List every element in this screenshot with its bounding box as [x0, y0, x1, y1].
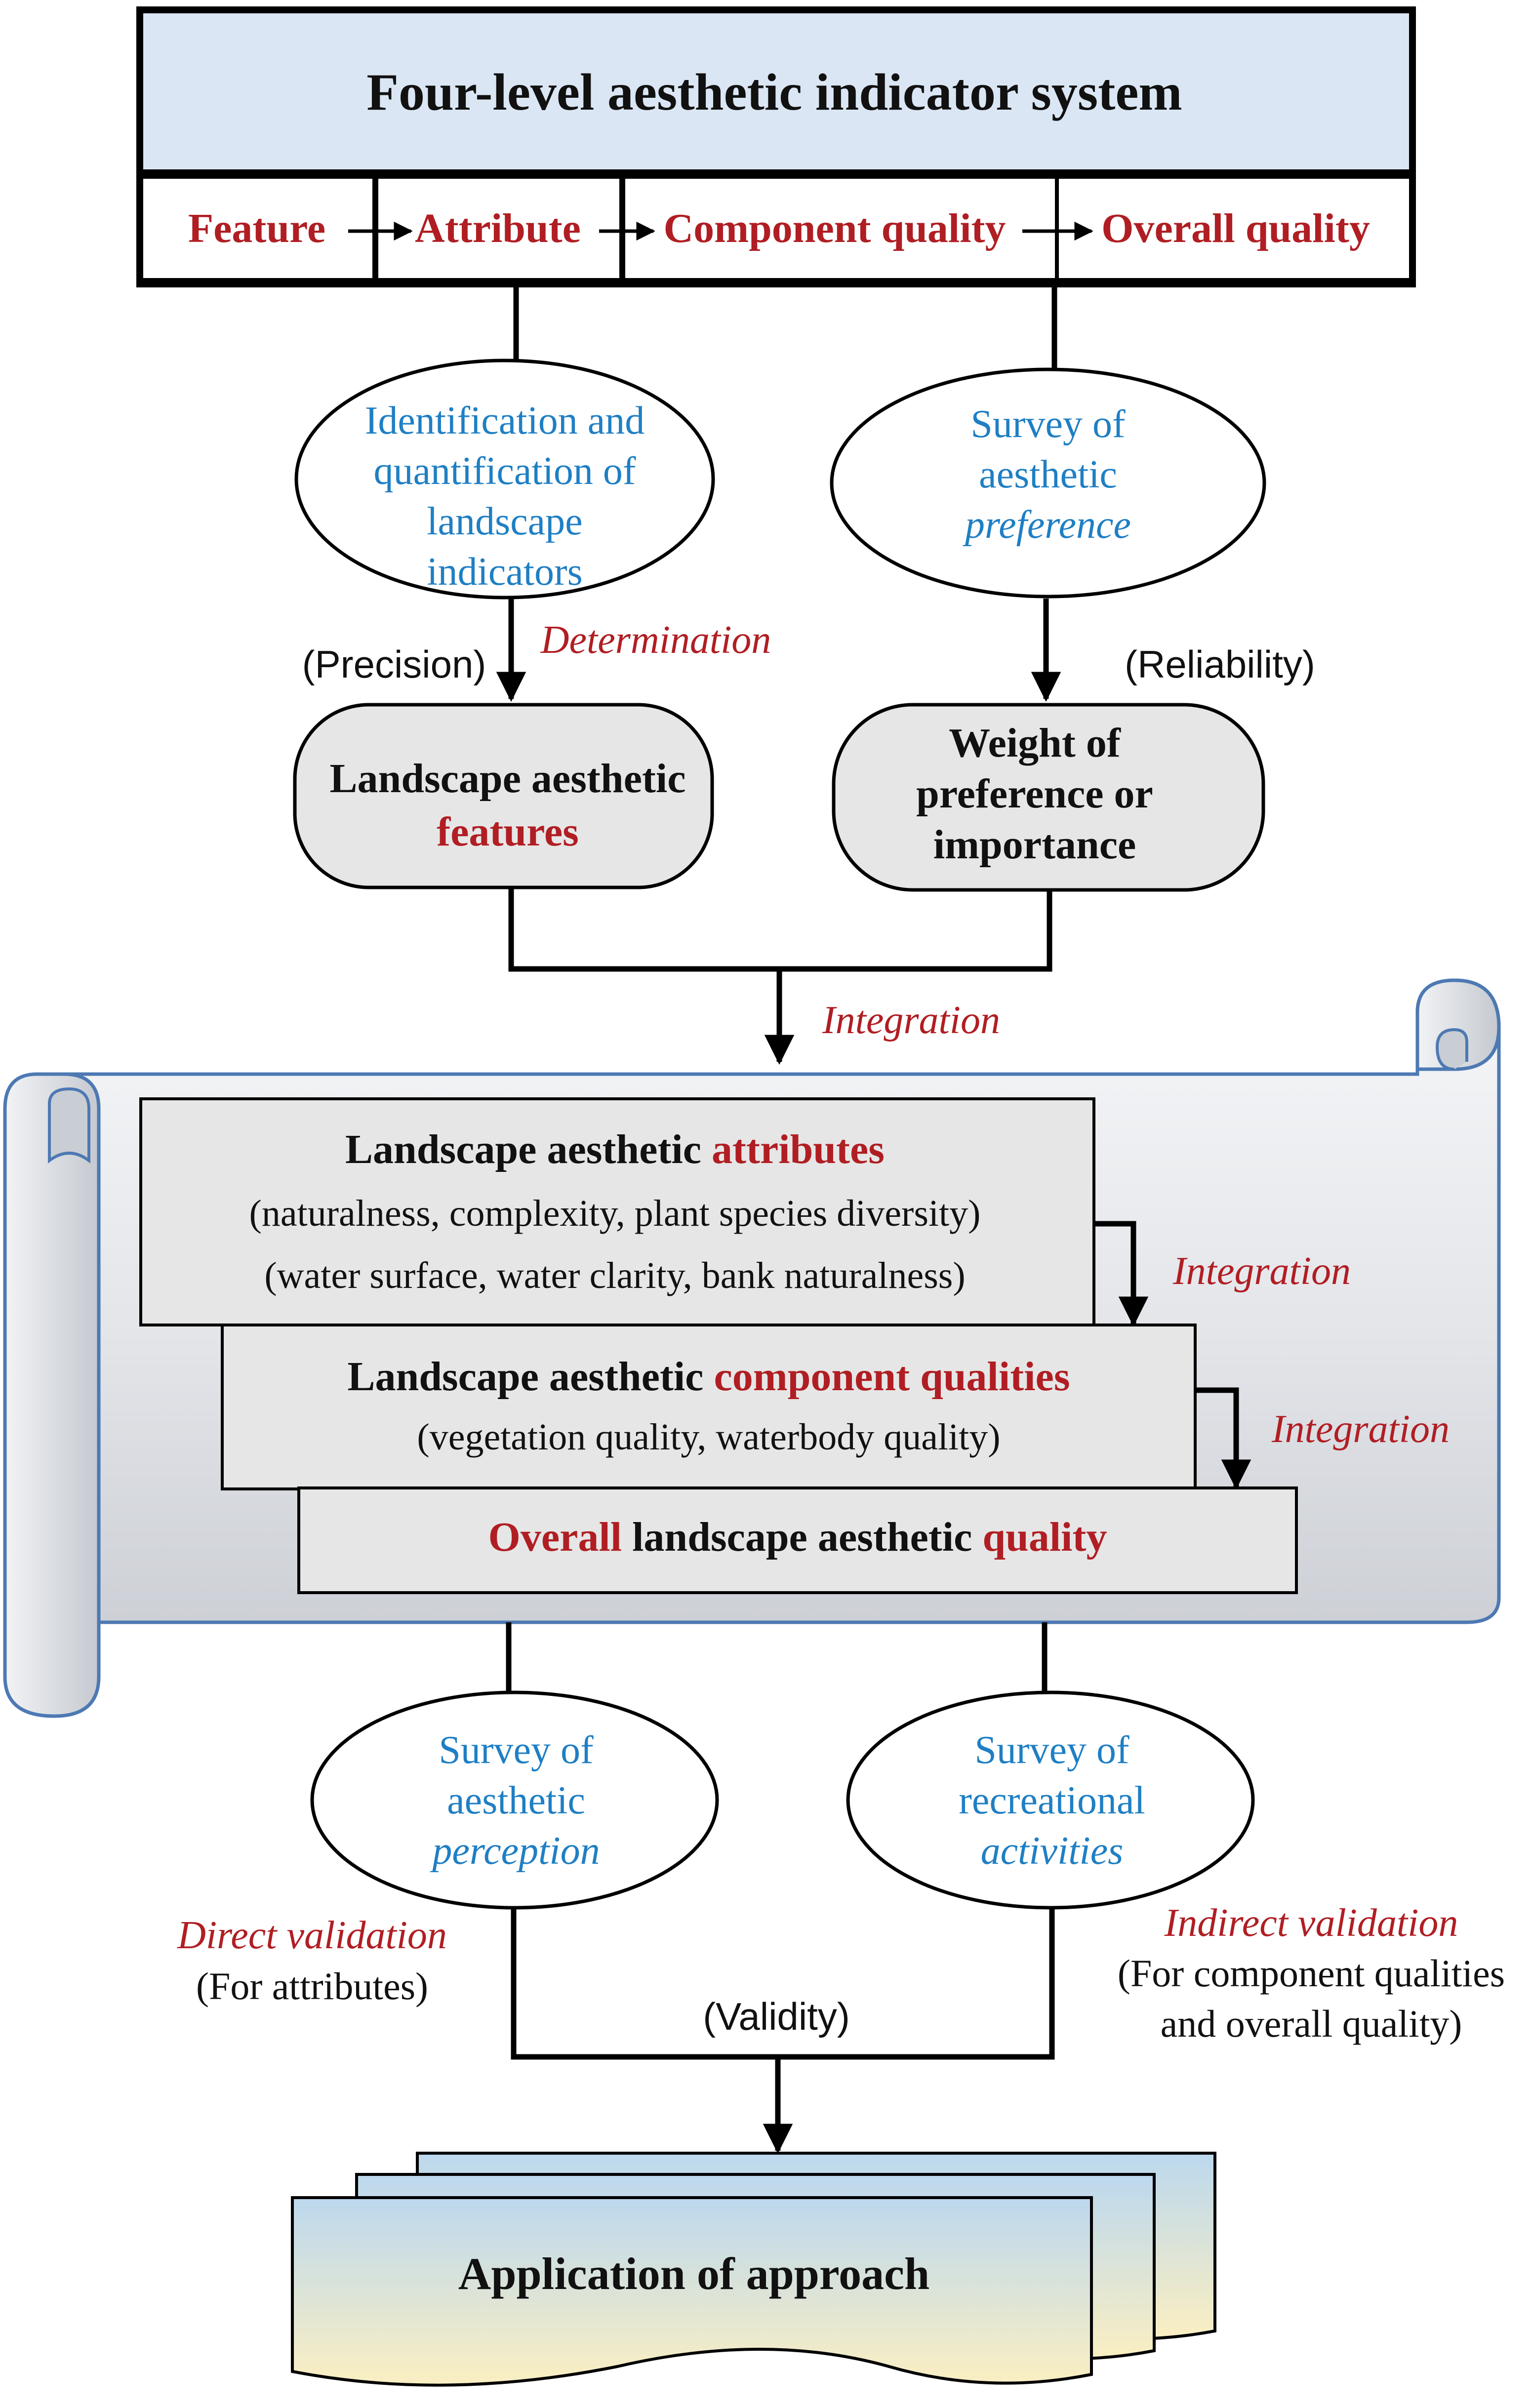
identification-ellipse: Identification and quantification of lan…	[294, 359, 715, 600]
level-feature: Feature	[188, 205, 325, 251]
scroll-curl-left	[3, 1072, 101, 1718]
indirect-validation-note: (For component qualities	[1118, 1952, 1505, 1995]
ellipse-text: aesthetic	[447, 1779, 585, 1822]
ellipse-text: perception	[430, 1829, 600, 1873]
features-box: Landscape aesthetic features	[293, 703, 714, 889]
application-title: Application of approach	[458, 2248, 929, 2299]
features-box-text: Landscape aesthetic	[330, 756, 686, 802]
validity-connector	[511, 1909, 1055, 2060]
level-component-quality: Component quality	[663, 205, 1006, 251]
features-box-highlight: features	[437, 809, 579, 855]
ellipse-text: preference	[963, 503, 1131, 547]
preference-survey-ellipse: Survey of aesthetic preference	[830, 367, 1266, 599]
precision-label: (Precision)	[302, 642, 486, 686]
ellipse-text: Survey of	[439, 1728, 594, 1772]
document-sheet-front	[291, 2196, 1093, 2387]
attributes-detail: (naturalness, complexity, plant species …	[249, 1193, 981, 1234]
attributes-title: Landscape aesthetic attributes	[345, 1126, 885, 1172]
ellipse-text: landscape	[427, 500, 582, 543]
weight-box-text: Weight of	[949, 720, 1121, 766]
ellipse-text: aesthetic	[979, 453, 1117, 496]
indirect-validation-note: and overall quality)	[1161, 2002, 1462, 2045]
weight-box: Weight of preference or importance	[832, 703, 1265, 892]
reliability-label: (Reliability)	[1125, 642, 1315, 686]
header-frame	[136, 6, 1416, 176]
ellipse-text: activities	[981, 1829, 1124, 1873]
overall-quality-title: Overall landscape aesthetic quality	[488, 1514, 1107, 1560]
attributes-box: Landscape aesthetic attributes (naturaln…	[139, 1097, 1095, 1326]
header-title: Four-level aesthetic indicator system	[366, 63, 1182, 121]
ellipse-text: quantification of	[374, 449, 636, 493]
integration-arrow	[1195, 1387, 1251, 1490]
direct-validation-label: Direct validation	[177, 1914, 447, 1957]
ellipse-text: Identification and	[365, 399, 645, 442]
application-stack: Application of approach	[291, 2152, 1216, 2387]
indirect-validation-label: Indirect validation	[1164, 1901, 1458, 1945]
weight-box-text: preference or	[916, 771, 1153, 817]
ellipse-text: Survey of	[974, 1728, 1129, 1772]
determination-label: Determination	[540, 618, 771, 662]
weight-box-text: importance	[933, 822, 1136, 868]
ellipse-text: indicators	[427, 550, 582, 594]
component-qualities-box: Landscape aesthetic component qualities …	[221, 1324, 1197, 1490]
ellipse-text: recreational	[959, 1779, 1145, 1822]
attributes-detail: (water surface, water clarity, bank natu…	[264, 1255, 965, 1296]
level-attribute: Attribute	[415, 205, 581, 251]
integration-arrow	[1094, 1221, 1149, 1327]
ellipse-text: Survey of	[970, 402, 1126, 446]
integration-label-top: Integration	[822, 999, 1000, 1042]
integration-label-low: Integration	[1271, 1407, 1450, 1451]
direct-validation-note: (For attributes)	[196, 1965, 428, 2007]
indicator-system-header: Four-level aesthetic indicator system Fe…	[136, 6, 1416, 287]
recreation-survey-ellipse: Survey of recreational activities	[846, 1690, 1255, 1910]
integration-label-mid: Integration	[1172, 1249, 1351, 1293]
component-qualities-title: Landscape aesthetic component qualities	[347, 1354, 1070, 1400]
overall-quality-box: Overall landscape aesthetic quality	[297, 1486, 1298, 1594]
component-qualities-detail: (vegetation quality, waterbody quality)	[417, 1416, 1000, 1458]
scroll-panel: Landscape aesthetic attributes (naturaln…	[3, 978, 1501, 1718]
level-overall-quality: Overall quality	[1101, 205, 1370, 251]
join-connector	[508, 887, 1052, 972]
perception-survey-ellipse: Survey of aesthetic perception	[310, 1690, 719, 1910]
validity-label: (Validity)	[703, 1995, 850, 2038]
